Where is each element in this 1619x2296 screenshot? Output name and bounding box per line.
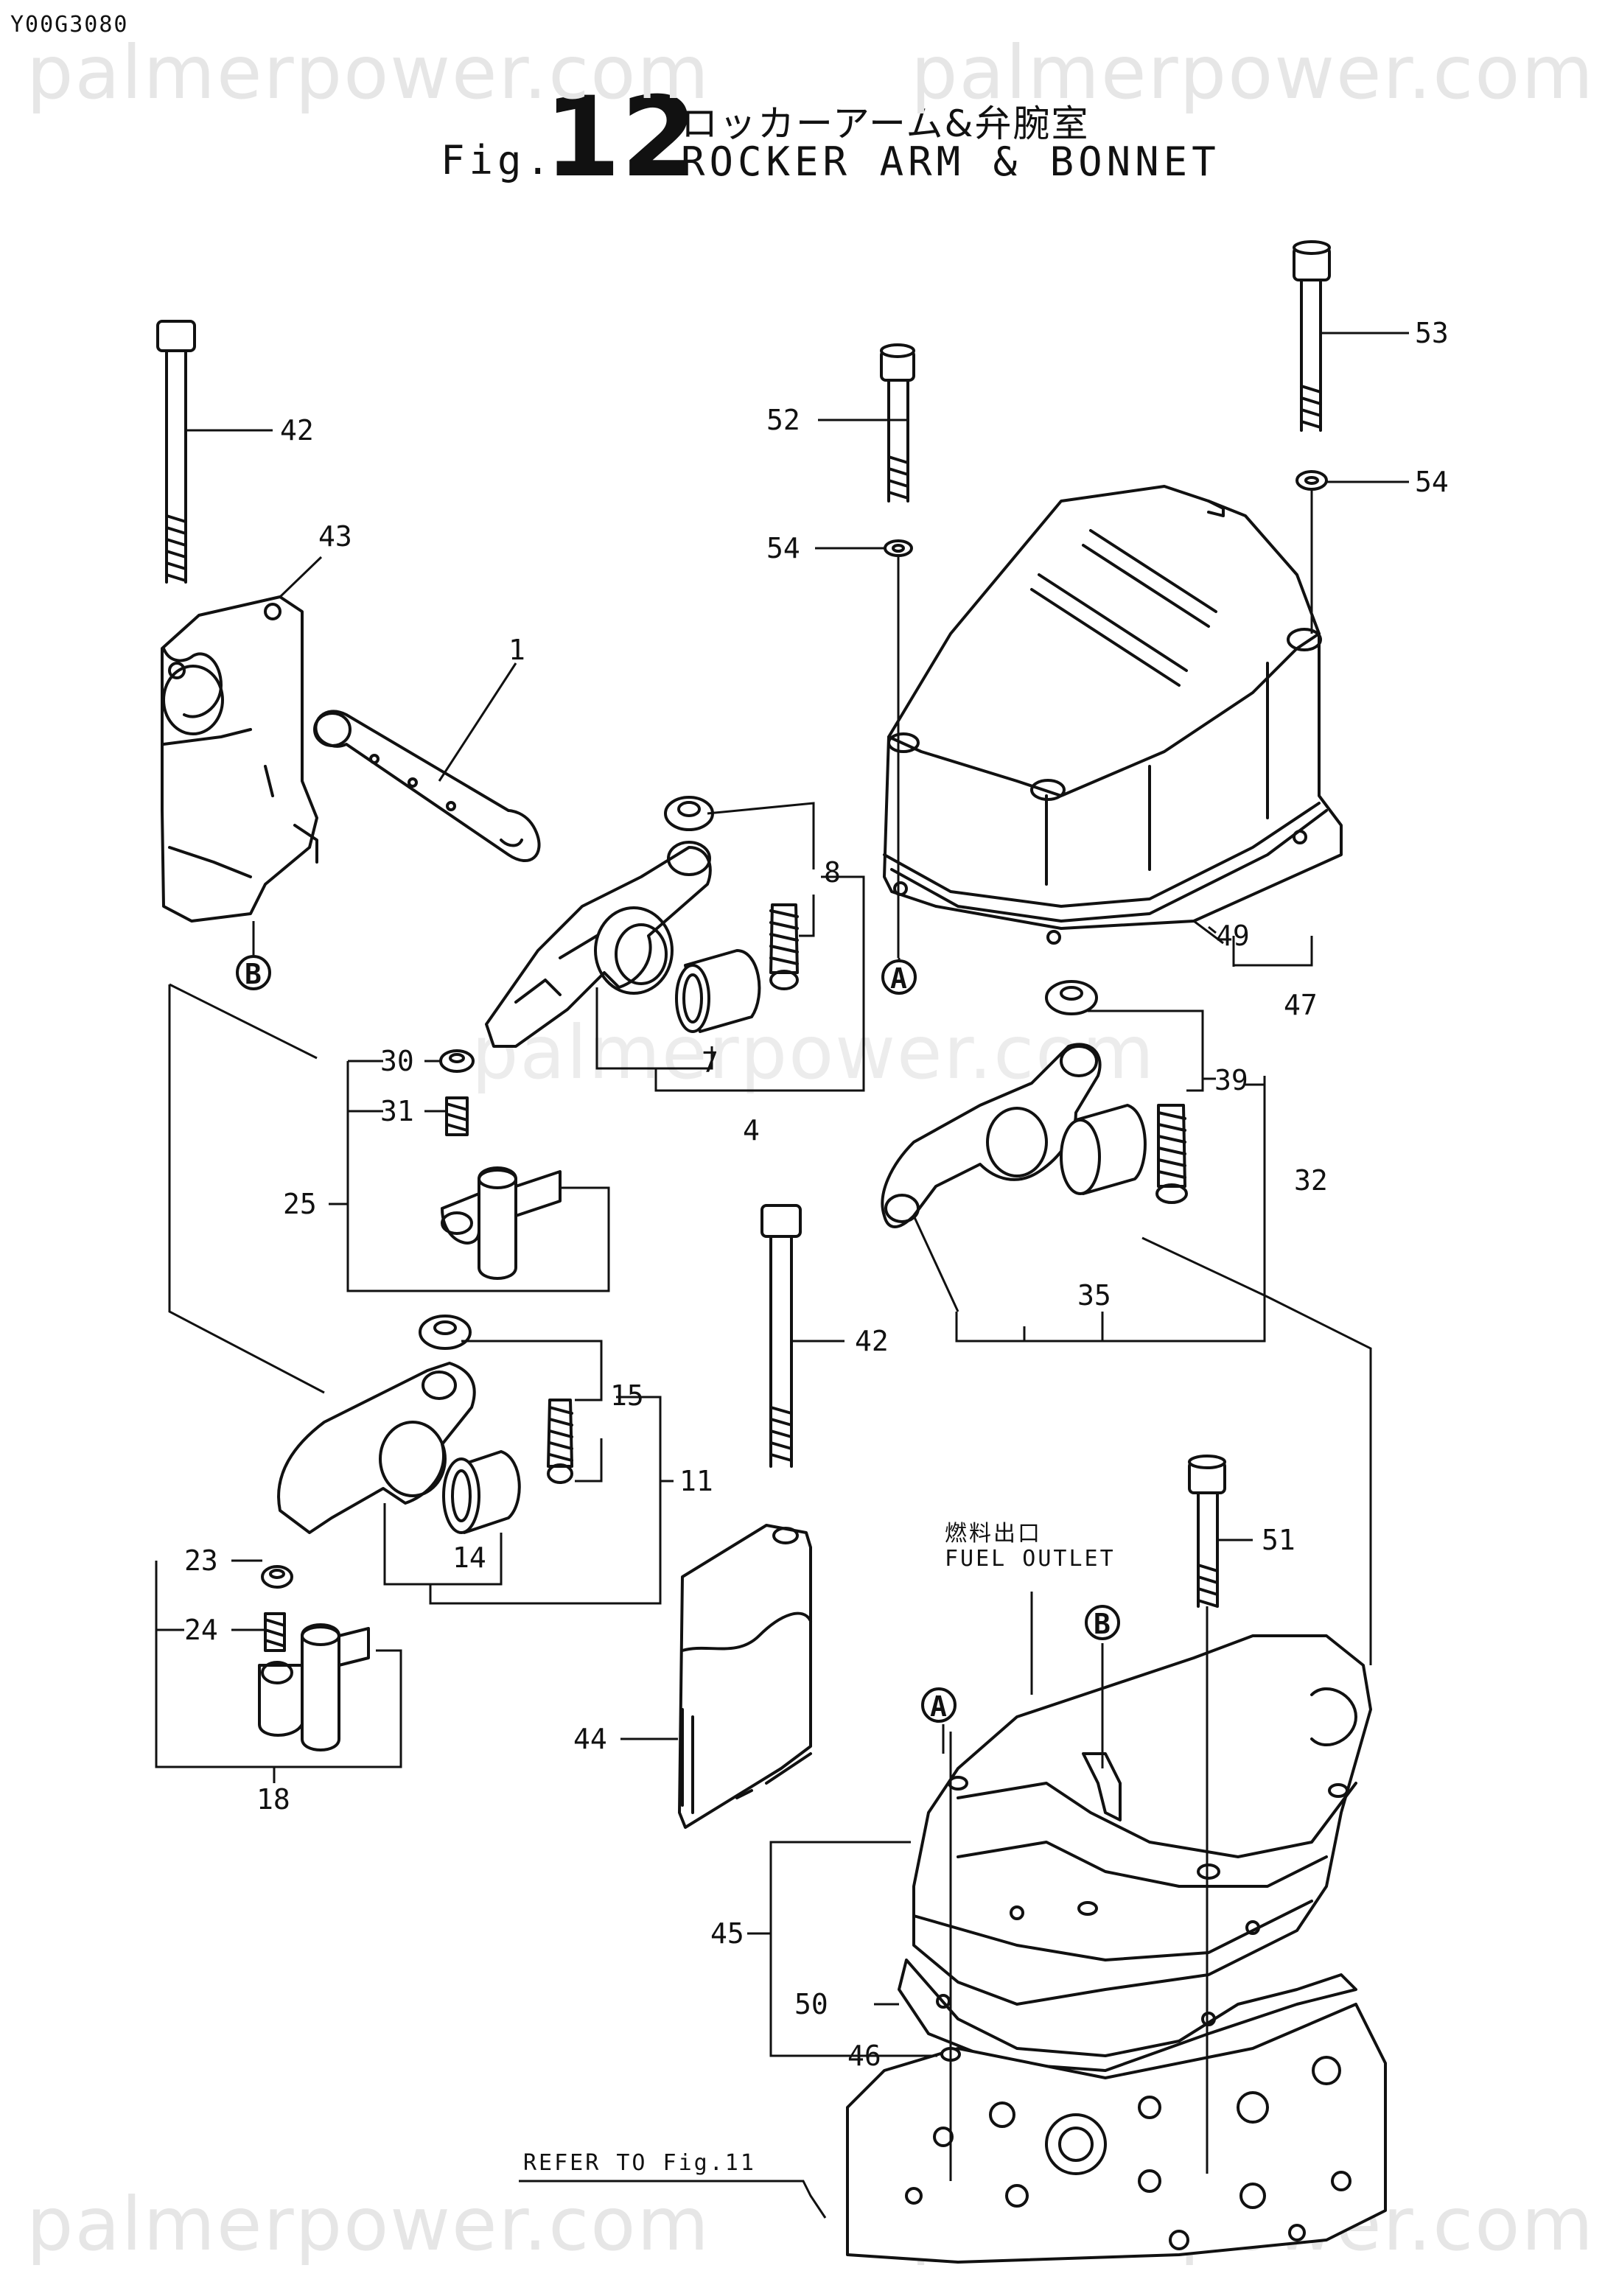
adjust-screw-39	[1155, 1104, 1188, 1204]
adjuster-group-25	[439, 1049, 562, 1280]
rocker-arm-32	[881, 980, 1188, 1228]
callout-46: 46	[847, 2040, 881, 2072]
callout-53: 53	[1415, 317, 1449, 349]
title-english: ROCKER ARM & BONNET	[681, 139, 1220, 185]
callout-35: 35	[1077, 1279, 1111, 1312]
fuel-outlet-label: FUEL OUTLET	[945, 1546, 1116, 1572]
adjuster-group-18	[258, 1565, 370, 1751]
adjust-screw-15	[547, 1399, 573, 1484]
callout-24: 24	[184, 1614, 218, 1646]
bushing-35	[1060, 1104, 1147, 1195]
callout-11: 11	[679, 1465, 713, 1497]
figure-number: 12	[544, 74, 698, 202]
callout-39: 39	[1214, 1064, 1248, 1096]
marker-a-circle	[881, 959, 917, 995]
bolt-52	[880, 343, 915, 557]
drawing-code: Y00G3080	[10, 12, 129, 38]
callout-51: 51	[1262, 1524, 1295, 1556]
bolt-51	[1188, 1455, 1226, 1608]
marker-b-circle	[236, 955, 271, 990]
bolt-53	[1293, 240, 1331, 491]
marker-b-lower: B	[1094, 1608, 1111, 1640]
figure-prefix: Fig.	[441, 137, 555, 183]
callout-45: 45	[710, 1917, 744, 1950]
rocker-bracket-44	[678, 1524, 812, 1829]
rocker-bracket-43	[161, 595, 318, 923]
bonnet-base-45	[912, 1634, 1372, 2006]
callout-44: 44	[573, 1723, 607, 1755]
rocker-arm-4	[485, 796, 799, 1048]
callout-49: 49	[1216, 920, 1250, 952]
rocker-arm-11	[277, 1315, 573, 1534]
marker-a-lower: A	[930, 1690, 947, 1723]
callout-4: 4	[743, 1114, 760, 1147]
callout-54-right: 54	[1415, 466, 1449, 498]
bolt-42-middle	[760, 1204, 802, 1468]
callout-42-middle: 42	[855, 1325, 889, 1357]
callout-32: 32	[1294, 1164, 1328, 1197]
callout-54-left: 54	[766, 532, 800, 564]
bushing-14	[442, 1450, 521, 1534]
callout-50: 50	[794, 1988, 828, 2020]
callout-15: 15	[610, 1379, 644, 1412]
watermark-top-left: palmerpower.com	[27, 29, 710, 116]
watermark-bottom-left: palmerpower.com	[27, 2181, 710, 2267]
bushing-7	[675, 949, 761, 1033]
adjust-screw-8	[769, 903, 799, 990]
callout-43: 43	[318, 520, 352, 553]
callout-8: 8	[824, 856, 841, 889]
callout-14: 14	[452, 1541, 486, 1574]
bolt-42-left	[156, 320, 196, 584]
callout-47: 47	[1284, 989, 1318, 1021]
marker-b2-circle	[1085, 1605, 1120, 1640]
callout-30: 30	[380, 1045, 414, 1077]
refer-note: REFER TO Fig.11	[523, 2150, 756, 2176]
callout-1: 1	[508, 634, 525, 666]
marker-a2-circle	[921, 1687, 957, 1723]
callout-23: 23	[184, 1544, 218, 1577]
callout-52: 52	[766, 404, 800, 436]
callout-25: 25	[283, 1188, 317, 1220]
callout-42: 42	[280, 414, 314, 447]
rocker-shaft-1	[313, 710, 541, 863]
title-japanese: ロッカーアーム&弁腕室	[681, 102, 1090, 145]
callout-18: 18	[256, 1783, 290, 1816]
watermark-top-right: palmerpower.com	[911, 29, 1595, 116]
fuel-outlet-label-jp: 燃料出口	[945, 1521, 1042, 1547]
bonnet-cover-49	[883, 485, 1343, 945]
callout-31: 31	[380, 1095, 414, 1127]
marker-b: B	[245, 958, 262, 990]
cylinder-head	[846, 2003, 1387, 2264]
marker-a: A	[890, 962, 907, 995]
callout-7: 7	[702, 1046, 718, 1079]
